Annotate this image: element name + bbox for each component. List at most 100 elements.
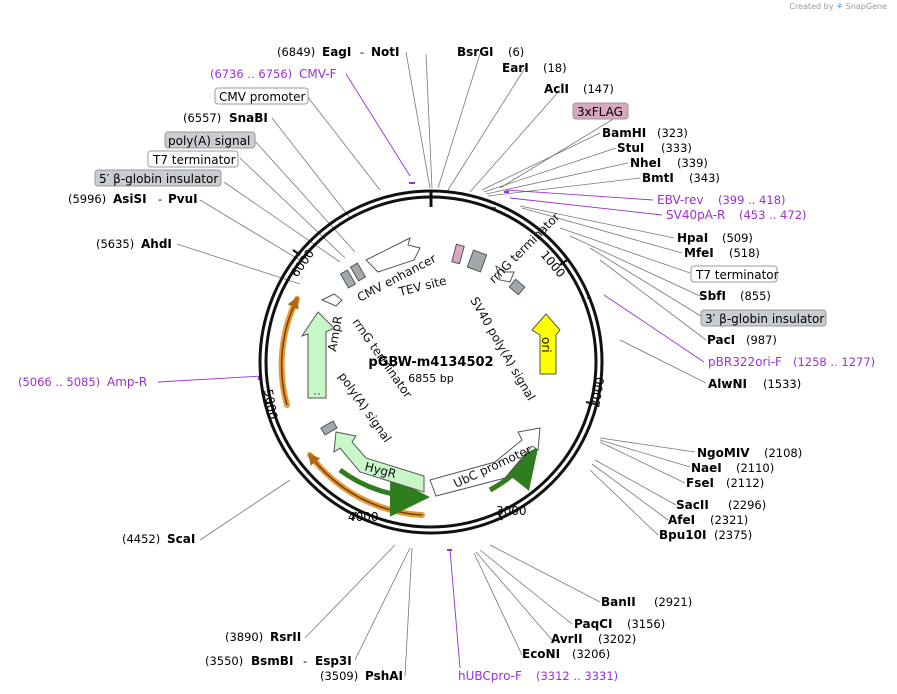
site-paci: PacI <box>707 333 735 347</box>
site-mfei: MfeI <box>684 246 714 260</box>
hygr-arrow <box>333 431 425 493</box>
site-stui-pos: (333) <box>661 141 692 155</box>
site-banii: BanII <box>601 595 636 609</box>
label-box-3xflag <box>572 102 629 120</box>
label-3xflag: 3xFLAG <box>577 105 623 119</box>
hygr-green-band <box>338 467 430 517</box>
site-bmti: BmtI <box>642 171 674 185</box>
snapgene-credit: Created by ⚘ SnapGene <box>789 2 887 11</box>
primer-sv40pa-r-pos: (453 .. 472) <box>739 208 807 222</box>
ubc-promoter-arrow <box>429 427 541 497</box>
site-ngomiv: NgoMIV <box>697 446 750 460</box>
label-cmv-promoter: CMV promoter <box>219 90 306 104</box>
ampr-arrow <box>300 311 335 399</box>
ruler-2000: 2000 <box>588 376 607 409</box>
site-eari-pos: (18) <box>543 61 567 75</box>
terminator-marker <box>339 269 357 289</box>
label-3-globin: 3′ β-globin insulator <box>705 312 824 326</box>
features <box>300 237 561 497</box>
site-avrii-pos: (3202) <box>598 632 636 646</box>
ubc-green-band <box>488 447 539 493</box>
site-rsrii: RsrII <box>270 630 301 644</box>
site-sbfi: SbfI <box>699 289 726 303</box>
ori-arrow <box>531 313 561 375</box>
site-paci-pos: (987) <box>746 333 777 347</box>
site-scai: ScaI <box>167 532 195 546</box>
site-asisi-join: - <box>158 192 162 206</box>
site-afei-pos: (2321) <box>710 513 748 527</box>
site-pshai: PshAI <box>365 669 403 683</box>
label-polya: poly(A) signal <box>168 134 250 148</box>
plasmid-length: 6855 bp <box>408 372 453 385</box>
site-bamhi: BamHI <box>602 126 646 140</box>
site-fsei: FseI <box>686 476 714 490</box>
site-bpu10i: Bpu10I <box>659 528 706 542</box>
site-sacii-pos: (2296) <box>728 498 766 512</box>
label-box-5-globin <box>94 169 222 187</box>
primer-leader-lines <box>157 73 705 669</box>
primer-cmv-f-pos: (6736 .. 6756) <box>210 67 292 81</box>
site-eari: EarI <box>502 61 529 75</box>
label-box-polya <box>164 131 256 149</box>
site-stui: StuI <box>617 141 644 155</box>
site-acli: AclI <box>544 82 569 96</box>
site-bpu10i-pos: (2375) <box>714 528 752 542</box>
site-afei: AfeI <box>668 513 695 527</box>
sv40-arrow <box>495 264 515 283</box>
site-snabi-pos: (6557) <box>183 111 221 125</box>
site-bsmbi: BsmBI <box>251 654 293 668</box>
site-pshai-pos: (3509) <box>320 669 358 683</box>
credit-brand: SnapGene <box>845 2 887 11</box>
site-rsrii-pos: (3890) <box>225 630 263 644</box>
rrng-marker-right <box>508 278 526 296</box>
site-nhei-pos: (339) <box>677 156 708 170</box>
feature-label-sv40: SV40 poly(A) signal <box>467 295 538 403</box>
label-box-t7-terminator-left <box>147 150 239 168</box>
site-fsei-pos: (2112) <box>726 476 764 490</box>
site-econi: EcoNI <box>522 647 560 661</box>
site-mfei-pos: (518) <box>729 246 760 260</box>
site-naei-pos: (2110) <box>736 461 774 475</box>
site-bamhi-pos: (323) <box>657 126 688 140</box>
primer-hubcpro-f-pos: (3312 .. 3331) <box>536 669 618 683</box>
site-snabi: SnaBI <box>229 111 268 125</box>
site-alwni-pos: (1533) <box>763 377 801 391</box>
site-bmti-pos: (343) <box>689 171 720 185</box>
site-eagi-join: - <box>360 45 364 59</box>
primer-amp-r: Amp-R <box>107 375 147 389</box>
site-bsrgi-pos: (6) <box>508 45 524 59</box>
site-paqci: PaqCI <box>574 617 612 631</box>
primer-sv40pa-r: SV40pA-R <box>666 208 725 222</box>
ruler-5000: 5000 <box>261 388 280 421</box>
site-sbfi-pos: (855) <box>740 289 771 303</box>
site-asisi: AsiSI <box>113 192 147 206</box>
primer-cmv-f: CMV-F <box>299 67 337 81</box>
site-scai-pos: (4452) <box>122 532 160 546</box>
terminator-marker-left <box>320 420 338 436</box>
site-paqci-pos: (3156) <box>627 617 665 631</box>
site-ahdi-pos: (5635) <box>96 237 134 251</box>
label-t7-terminator-left: T7 terminator <box>152 153 236 167</box>
site-ahdi: AhdI <box>141 237 172 251</box>
primer-pbr322ori-f-pos: (1258 .. 1277) <box>793 355 875 369</box>
flag-marker <box>451 243 465 265</box>
site-sacii: SacII <box>676 498 709 512</box>
label-box-cmv-promoter <box>214 87 309 105</box>
ruler-4000: 4000 <box>348 510 379 524</box>
site-hpai: HpaI <box>677 231 708 245</box>
primer-hubcpro-f: hUBCpro-F <box>458 669 522 683</box>
primer-amp-r-pos: (5066 .. 5085) <box>18 375 100 389</box>
site-naei: NaeI <box>691 461 722 475</box>
feature-label-ori: ori <box>539 337 553 353</box>
site-bsrgi: BsrGI <box>457 45 494 59</box>
site-banii-pos: (2921) <box>654 595 692 609</box>
primer-ebv-rev-pos: (399 .. 418) <box>718 193 786 207</box>
site-nhei: NheI <box>630 156 661 170</box>
backbone-outer <box>258 189 604 535</box>
site-ngomiv-pos: (2108) <box>764 446 802 460</box>
label-box-3-globin <box>700 309 827 327</box>
snapgene-logo-icon: ⚘ <box>836 2 844 11</box>
credit-prefix: Created by <box>789 2 834 11</box>
label-t7-terminator-right: T7 terminator <box>695 268 779 282</box>
